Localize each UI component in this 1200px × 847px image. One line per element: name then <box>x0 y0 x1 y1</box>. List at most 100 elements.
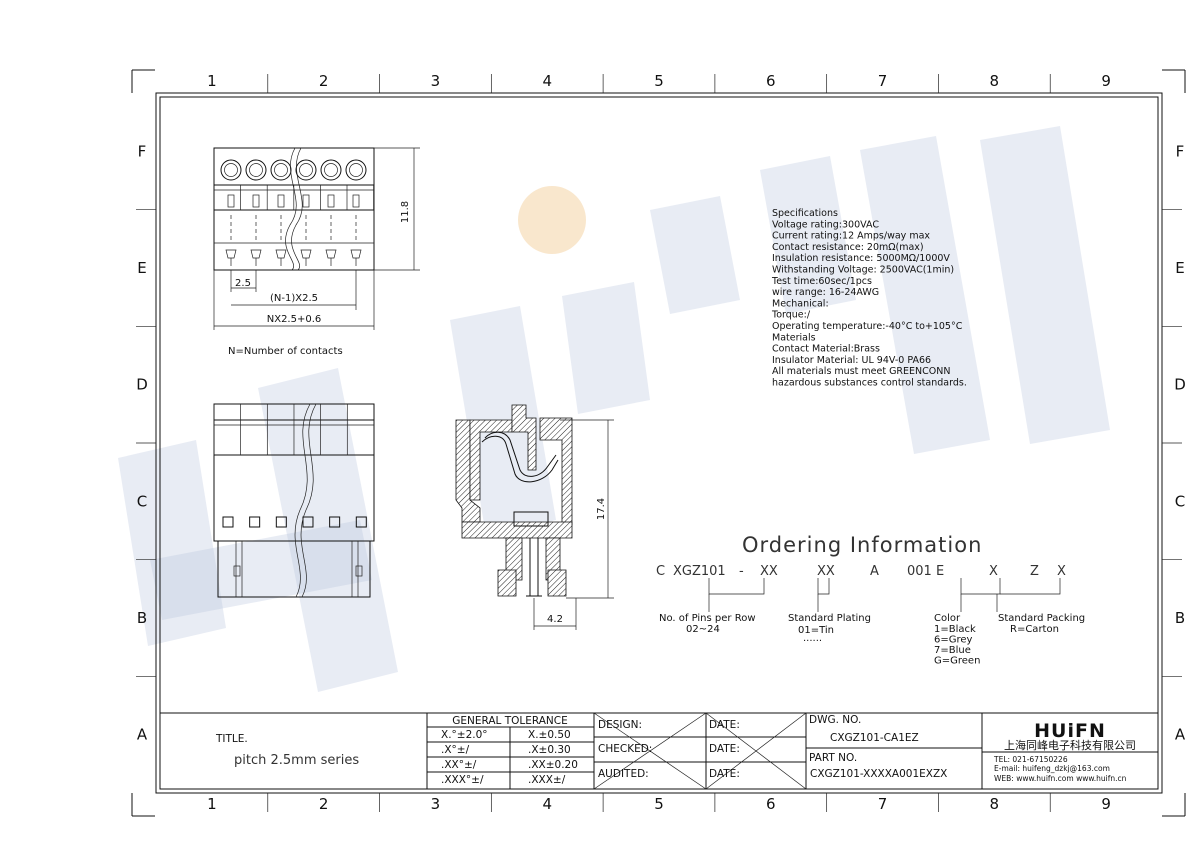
company-logo: HUiFN <box>1034 720 1106 742</box>
ordering-code-part: - <box>739 564 744 579</box>
column-label-bottom: 7 <box>878 795 888 813</box>
ordering-code-part: XX <box>760 564 778 579</box>
contacts-note: N=Number of contacts <box>228 346 343 357</box>
spec-line: Specifications <box>772 208 838 219</box>
column-label-bottom: 4 <box>542 795 552 813</box>
plating-value: 01=Tin <box>798 625 834 636</box>
spec-line: Withstanding Voltage: 2500VAC(1min) <box>772 265 954 276</box>
color-option: 1=Black <box>934 624 976 635</box>
ordering-code-part: C <box>656 564 665 579</box>
ordering-code-part: XGZ101 <box>673 564 726 579</box>
design-label: DESIGN: <box>598 719 642 731</box>
column-label-bottom: 9 <box>1101 795 1111 813</box>
row-label-right: B <box>1175 609 1185 627</box>
tolerance-angle: .XXX°±/ <box>441 774 484 786</box>
ordering-code-part: 001 <box>907 564 932 579</box>
spec-line: Contact resistance: 20mΩ(max) <box>772 242 924 253</box>
spec-line: Insulator Material: UL 94V-0 PA66 <box>772 355 931 366</box>
spec-line: Contact Material:Brass <box>772 344 880 355</box>
pins-label: No. of Pins per Row <box>659 613 756 624</box>
column-label-top: 2 <box>319 72 329 90</box>
ordering-code-part: XX <box>817 564 835 579</box>
pins-range: 02~24 <box>686 624 720 635</box>
company-name: 上海同峰电子科技有限公司 <box>1004 738 1136 752</box>
company-tel: TEL: 021-67150226 <box>993 755 1068 764</box>
plating-more: ...... <box>803 633 822 644</box>
dwg-no-label: DWG. NO. <box>809 714 861 726</box>
ordering-title: Ordering Information <box>742 533 982 557</box>
spec-line: hazardous substances control standards. <box>772 378 967 389</box>
date-label-1: DATE: <box>709 719 740 731</box>
spec-line: Mechanical: <box>772 298 829 309</box>
tolerance-angle: .X°±/ <box>441 744 470 756</box>
tolerance-angle: .XX°±/ <box>441 759 477 771</box>
column-label-bottom: 1 <box>207 795 217 813</box>
audited-label: AUDITED: <box>598 768 649 780</box>
tolerance-linear: X.±0.50 <box>528 729 571 741</box>
spec-line: Torque:/ <box>771 310 811 321</box>
column-label-top: 6 <box>766 72 776 90</box>
row-label-left: F <box>138 142 147 160</box>
column-label-top: 7 <box>878 72 888 90</box>
column-label-bottom: 5 <box>654 795 664 813</box>
spec-line: Materials <box>772 332 816 343</box>
tolerance-linear: .XXX±/ <box>528 774 566 786</box>
column-label-bottom: 2 <box>319 795 329 813</box>
column-label-top: 9 <box>1101 72 1111 90</box>
row-label-left: D <box>136 376 148 394</box>
spec-line: Operating temperature:-40°C to+105°C <box>772 321 963 332</box>
column-label-bottom: 8 <box>990 795 1000 813</box>
color-label: Color <box>934 613 961 624</box>
company-web: WEB: www.huifn.com www.huifn.cn <box>994 774 1127 783</box>
title-value: pitch 2.5mm series <box>234 753 359 768</box>
top-dim-pitch: 2.5 <box>235 278 251 289</box>
row-label-right: A <box>1175 726 1186 744</box>
watermark <box>118 126 1110 692</box>
tolerance-rows: X.°±2.0°X.±0.50.X°±/.X±0.30.XX°±/.XX±0.2… <box>441 729 578 786</box>
company-email: E-mail: huifeng_dzkj@163.com <box>994 764 1110 773</box>
row-label-right: E <box>1175 259 1184 277</box>
part-no-label: PART NO. <box>809 752 857 764</box>
ordering-code-part: X <box>1057 564 1066 579</box>
checked-label: CHECKED: <box>598 743 652 755</box>
date-label-3: DATE: <box>709 768 740 780</box>
front-view-drawing <box>213 403 375 598</box>
column-label-bottom: 6 <box>766 795 776 813</box>
spec-line: wire range: 16-24AWG <box>772 287 879 298</box>
top-dim-total: NX2.5+0.6 <box>267 314 322 325</box>
row-label-left: B <box>137 609 147 627</box>
row-label-right: C <box>1175 492 1185 510</box>
column-label-top: 3 <box>431 72 441 90</box>
plating-label: Standard Plating <box>788 613 871 624</box>
top-view-drawing: 11.8 2.5 (N-1)X2.5 NX2.5+0.6 N=Number of… <box>213 147 420 357</box>
title-label: TITLE. <box>215 733 248 745</box>
watermark-dot <box>518 186 586 254</box>
tolerance-linear: .XX±0.20 <box>528 759 578 771</box>
tolerance-angle: X.°±2.0° <box>441 729 488 741</box>
top-dim-height: 11.8 <box>400 201 411 223</box>
row-label-right: D <box>1174 376 1186 394</box>
title-block: TITLE. pitch 2.5mm series GENERAL TOLERA… <box>160 712 1158 790</box>
column-label-top: 4 <box>542 72 552 90</box>
column-label-bottom: 3 <box>431 795 441 813</box>
ordering-code-part: X <box>989 564 998 579</box>
color-option: 6=Grey <box>934 635 973 646</box>
color-option: G=Green <box>934 656 980 667</box>
top-dim-n-minus-1: (N-1)X2.5 <box>270 293 318 304</box>
ordering-code-part: A <box>870 564 879 579</box>
dwg-no-value: CXGZ101-CA1EZ <box>830 732 919 744</box>
spec-line: All materials must meet GREENCONN <box>772 366 950 377</box>
column-label-top: 8 <box>990 72 1000 90</box>
ordering-code-part: E <box>936 564 944 579</box>
row-label-left: E <box>137 259 146 277</box>
packing-value: R=Carton <box>1010 624 1059 635</box>
row-label-left: C <box>137 492 147 510</box>
side-dim-width: 4.2 <box>547 614 563 625</box>
column-label-top: 5 <box>654 72 664 90</box>
